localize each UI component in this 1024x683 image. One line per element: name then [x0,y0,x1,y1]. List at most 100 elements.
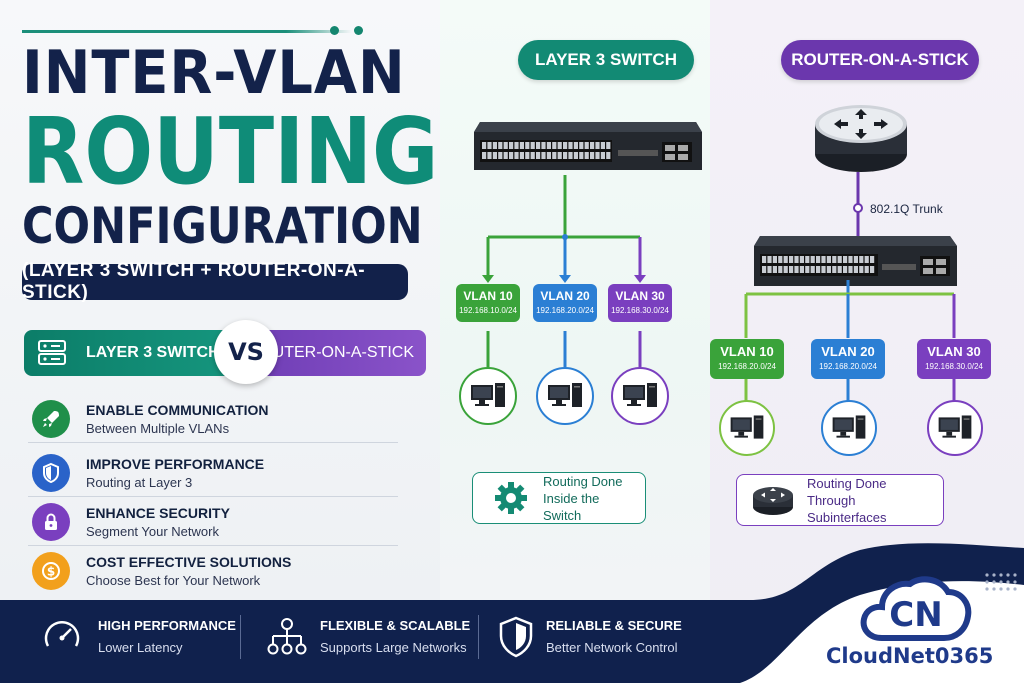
dollar-icon: $ [32,552,70,590]
switch-port [837,266,842,273]
decorative-dots [985,573,1017,591]
roas-title-pill: ROUTER-ON-A-STICK [781,40,979,80]
layer3-info-text: Routing Done Inside the Switch [543,473,623,523]
switch-port [821,256,826,263]
switch-port [843,266,848,273]
switch-port [519,152,524,159]
switch-port [541,142,546,149]
switch-port [799,266,804,273]
feature-sub: Choose Best for Your Network [86,573,261,588]
roas-vlan-10: VLAN 10 192.168.20.0/24 [710,339,784,379]
switch-port [552,152,557,159]
feature-heading: ENHANCE SECURITY [86,505,230,521]
switch-port [816,266,821,273]
vlan-subnet: 192.168.20.0/24 [819,362,877,371]
vlan-name: VLAN 20 [821,344,875,359]
switch-port [519,142,524,149]
switch-port [557,142,562,149]
shield-icon [32,454,70,492]
feature-sub: Segment Your Network [86,524,219,539]
switch-port [573,142,578,149]
switch-port [853,256,858,263]
switch-port [492,142,497,149]
switch-port [832,266,837,273]
switch-port [783,256,788,263]
switch-port [789,266,794,273]
switch-port [595,152,600,159]
switch-port [864,256,869,263]
switch-port [600,142,605,149]
bottom-feature-sub: Supports Large Networks [320,640,467,655]
switch-port [848,256,853,263]
vlan-subnet: 192.168.10.0/24 [459,306,517,315]
switch-port [525,152,530,159]
switch-port [482,142,487,149]
switch-port [826,266,831,273]
switch-port [837,256,842,263]
switch-port [487,142,492,149]
feature-item: ENABLE COMMUNICATION Between Multiple VL… [28,394,428,444]
bottom-feature: RELIABLE & SECURE Better Network Control [496,600,706,683]
router-icon [753,487,793,515]
subtitle-pill: (LAYER 3 SWITCH + ROUTER-ON-A-STICK) [22,260,408,303]
switch-port [514,152,519,159]
switch-port [584,152,589,159]
layer3-vlan-30: VLAN 30 192.168.30.0/24 [608,284,672,322]
switch-port [772,266,777,273]
switch-port [563,152,568,159]
bottom-bar [0,600,760,683]
switch-port [584,142,589,149]
computer-icon [459,367,517,425]
speedometer-icon [44,621,80,647]
switch-port [870,266,875,273]
switch-port [579,152,584,159]
computer-icon [719,400,775,456]
feature-sub: Between Multiple VLANs [86,421,230,436]
switch-port [606,142,611,149]
switch-port [810,256,815,263]
switch-port [767,266,772,273]
switch-port [816,256,821,263]
divider [478,615,479,659]
bottom-feature: HIGH PERFORMANCE Lower Latency [40,600,240,683]
server-icon [38,340,66,365]
vlan-subnet: 192.168.20.0/24 [718,362,776,371]
switch-port [536,152,541,159]
divider [28,545,398,546]
switch-port [509,142,514,149]
vlan-subnet: 192.168.30.0/24 [611,306,669,315]
switch-port [546,152,551,159]
left-panel-background [0,0,440,600]
roas-info-box: Routing Done Through Subinterfaces [736,474,944,526]
switch-port [772,256,777,263]
layer3-switch-icon [474,122,702,170]
switch-port [498,152,503,159]
layer3-vlan-20: VLAN 20 192.168.20.0/24 [533,284,597,322]
switch-port [509,152,514,159]
feature-item: IMPROVE PERFORMANCE Routing at Layer 3 [28,448,428,498]
cloudnet-logo: CN [860,576,972,641]
switch-port [590,152,595,159]
switch-port [778,266,783,273]
computer-icon [821,400,877,456]
switch-port [794,256,799,263]
feature-heading: IMPROVE PERFORMANCE [86,456,265,472]
computer-icon [611,367,669,425]
decorative-line [22,30,352,33]
feature-sub: Routing at Layer 3 [86,475,193,490]
switch-port [552,142,557,149]
switch-port [859,256,864,263]
switch-port [864,266,869,273]
switch-port [546,142,551,149]
layer3-connections [482,175,646,367]
vlan-name: VLAN 10 [463,289,513,303]
feature-item: ENHANCE SECURITY Segment Your Network [28,497,428,547]
vlan-subnet: 192.168.30.0/24 [925,362,983,371]
switch-port [557,152,562,159]
switch-port [859,266,864,273]
roas-vlan-20: VLAN 20 192.168.20.0/24 [811,339,885,379]
bottom-feature: FLEXIBLE & SCALABLE Supports Large Netwo… [266,600,476,683]
decorative-dot [354,26,363,35]
roas-vlan-30: VLAN 30 192.168.30.0/24 [917,339,991,379]
trunk-label: 802.1Q Trunk [870,202,943,216]
